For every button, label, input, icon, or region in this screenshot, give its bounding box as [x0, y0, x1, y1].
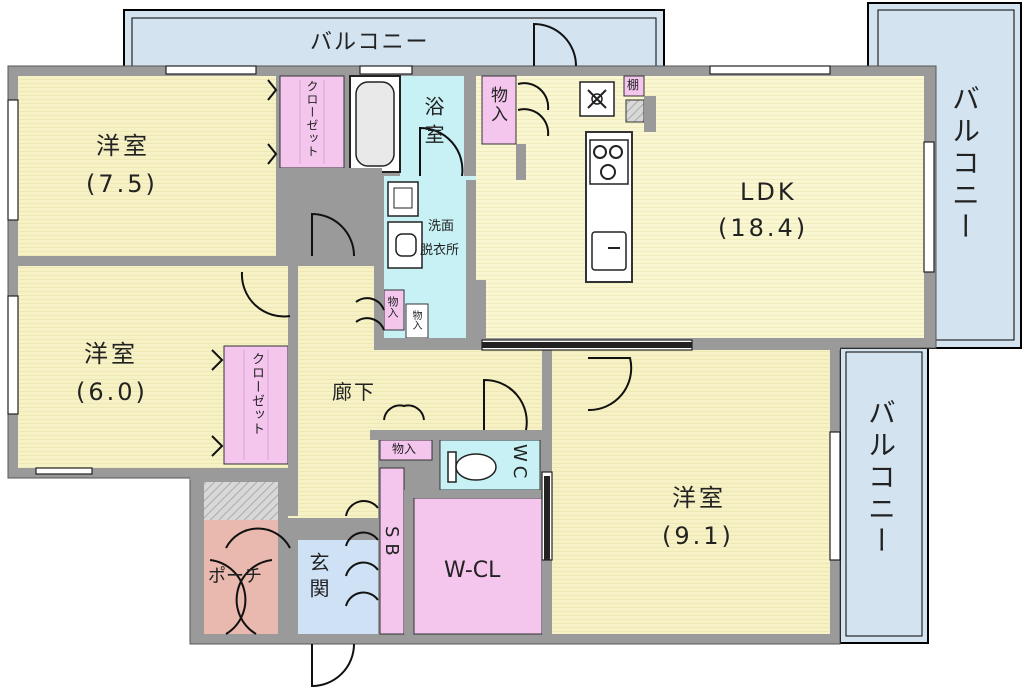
balcony-right-upper-label: バルコニー: [948, 84, 981, 244]
room-walk-in-closet: [413, 497, 543, 635]
stove-icon: [589, 139, 629, 185]
closet-1-label: クローゼット: [305, 80, 319, 158]
porch-hatch: [204, 482, 278, 520]
sliding-door-ldk: [482, 342, 692, 348]
monoire-toilet-label: 物入: [392, 442, 417, 456]
room-corridor-3: [288, 352, 378, 518]
balcony-right-lower: [839, 347, 929, 644]
shoe-box: [379, 467, 405, 635]
bath-text: 浴室: [421, 96, 445, 152]
washroom-label-1: 洗面: [428, 219, 455, 234]
room-western-3: [552, 350, 830, 634]
monoire-small-label: 物入: [410, 310, 421, 330]
monoire-top: [481, 75, 517, 145]
room-western-2-name: 洋室: [84, 340, 138, 368]
toilet-icon: [447, 451, 497, 483]
range-hood-icon: [579, 81, 615, 117]
room-western-2-size: (6.0): [76, 378, 148, 406]
monoire-top-label: 物入: [487, 86, 507, 124]
genkan-label: 玄関: [306, 552, 330, 604]
basin-icon: [387, 221, 423, 269]
washer-icon: [387, 181, 419, 217]
room-genkan: [298, 540, 378, 634]
room-ldk: [476, 76, 924, 338]
room-porch: [204, 520, 278, 634]
washroom-label-2: 脱衣所: [420, 243, 460, 258]
sliding-door-w3: [544, 476, 550, 560]
shoe-box-label: SB: [381, 526, 402, 562]
monoire-mid-label: 物入: [386, 296, 399, 318]
porch-label: ポーチ: [208, 566, 262, 587]
sink-icon: [591, 231, 627, 271]
shelf: [623, 75, 645, 97]
balcony-top: [123, 9, 665, 69]
room-bath-label: 浴室: [418, 96, 448, 160]
room-western-1-size: (7.5): [86, 170, 158, 198]
door-swings: [209, 22, 633, 688]
room-ldk-size: (18.4): [718, 214, 809, 242]
closet-lines: [243, 80, 325, 460]
shelf-label: 棚: [627, 78, 640, 92]
room-ldk-name: LDK: [740, 178, 797, 206]
closet-2-label: クローゼット: [249, 352, 264, 436]
walk-in-closet-label: W-CL: [444, 558, 501, 583]
room-bath: [400, 76, 464, 176]
closet-2: [223, 345, 289, 465]
corridor-label: 廊下: [332, 380, 376, 404]
shelf-hatch: [625, 99, 645, 123]
closet-1: [279, 75, 345, 169]
balcony-top-label: バルコニー: [310, 30, 430, 55]
toilet-label: WC: [509, 444, 530, 483]
balcony-right-lower-label: バルコニー: [864, 398, 897, 558]
room-western-3-size: (9.1): [662, 522, 734, 550]
bathtub-icon: [349, 75, 401, 173]
room-western-1-name: 洋室: [96, 132, 150, 160]
room-western-1: [18, 76, 276, 256]
room-western-3-name: 洋室: [672, 484, 726, 512]
